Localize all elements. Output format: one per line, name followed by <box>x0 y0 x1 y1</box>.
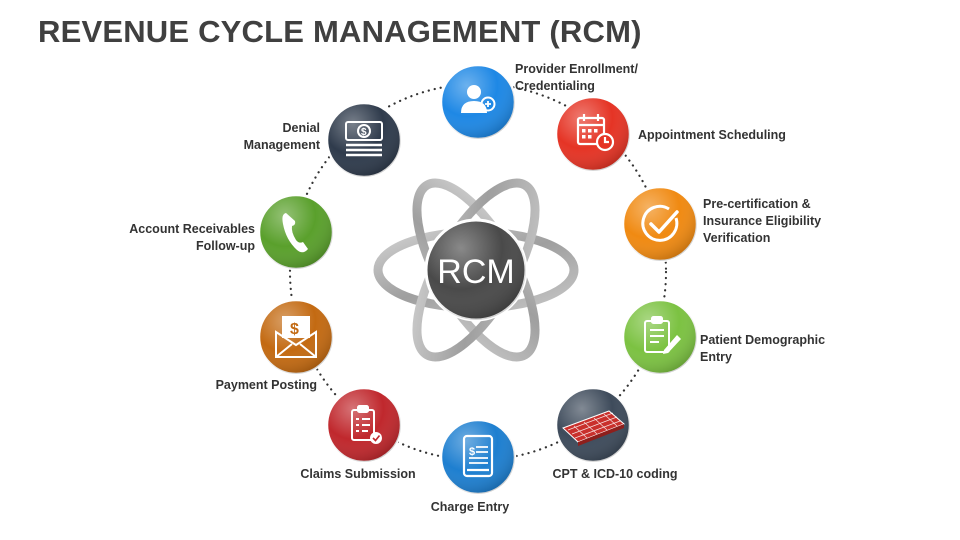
step-node-claims-submission <box>325 386 403 464</box>
calendar-clock-icon <box>576 114 615 152</box>
clipboard-pen-icon <box>644 316 681 354</box>
step-label-payment-posting: Payment Posting <box>215 378 317 392</box>
step-label-appointment-scheduling: Appointment Scheduling <box>638 128 786 142</box>
person-add-icon <box>461 85 496 113</box>
tablet-invoice-icon: $ <box>462 434 494 478</box>
step-label-patient-demographic-entry: Patient Demographic Entry <box>700 333 826 364</box>
step-label-account-receivables: Account Receivables Follow-up <box>129 222 255 253</box>
money-stack-icon: $ <box>345 121 383 157</box>
step-node-provider-enrollment <box>439 63 517 141</box>
step-node-payment-posting: $ <box>257 298 335 376</box>
rcm-center-hub: RCM <box>424 218 528 322</box>
keyboard-icon <box>562 410 625 446</box>
svg-text:$: $ <box>361 127 367 138</box>
center-label: RCM <box>437 253 514 291</box>
step-label-pre-certification: Pre-certification & Insurance Eligibilit… <box>703 197 822 245</box>
phone-icon <box>282 213 308 253</box>
step-node-appointment-scheduling <box>554 95 632 173</box>
step-node-cpt-icd10-coding <box>554 386 632 464</box>
page-title: REVENUE CYCLE MANAGEMENT (RCM) <box>38 14 642 49</box>
step-node-pre-certification <box>621 185 699 263</box>
step-label-charge-entry: Charge Entry <box>430 500 510 514</box>
step-label-claims-submission: Claims Submission <box>300 467 416 481</box>
step-label-provider-enrollment: Provider Enrollment/ Credentialing <box>515 62 638 93</box>
step-label-cpt-icd10-coding: CPT & ICD-10 coding <box>552 467 678 481</box>
step-node-denial-management: $ <box>325 101 403 179</box>
clipboard-check-icon <box>351 405 382 444</box>
check-circle-icon <box>641 204 679 242</box>
svg-text:$: $ <box>469 446 475 458</box>
step-node-patient-demographic-entry <box>621 298 699 376</box>
envelope-dollar-icon: $ <box>275 316 317 358</box>
svg-text:$: $ <box>290 321 299 338</box>
step-node-charge-entry: $ <box>439 418 517 496</box>
step-node-account-receivables <box>257 193 335 271</box>
step-label-denial-management: Denial Management <box>243 121 320 152</box>
